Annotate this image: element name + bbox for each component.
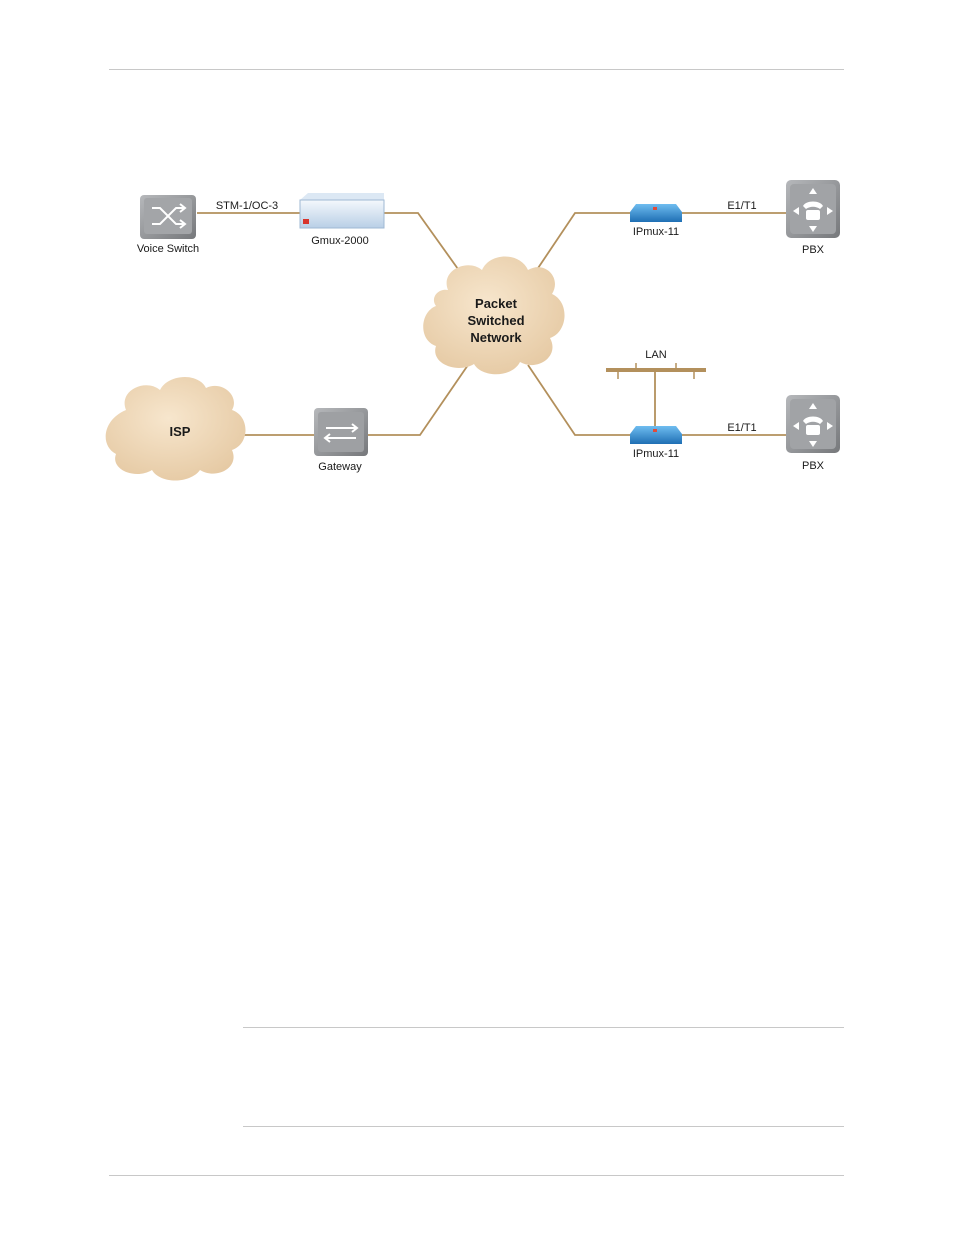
gateway-device: Gateway [314,408,368,473]
e1-bottom-label: E1/T1 [727,422,756,434]
pbx-bottom-label: PBX [802,460,825,472]
cloud-label-line-1: Packet [475,296,518,311]
ipmux-bottom-label: IPmux-11 [633,448,679,460]
pbx-top-device: PBX [786,180,840,256]
link-cloud-gateway [368,365,468,435]
ipmux-11-top-device: IPmux-11 [630,204,682,238]
lan-bus [606,363,706,379]
pbx-top-label: PBX [802,244,825,256]
isp-label: ISP [170,424,191,439]
gateway-label: Gateway [318,461,362,473]
cloud-label-line-2: Switched [467,313,524,328]
link-cloud-ipmux-bottom [528,365,630,435]
voice-switch-label: Voice Switch [137,243,199,255]
voice-switch-device: Voice Switch [137,195,199,255]
e1-top-label: E1/T1 [727,200,756,212]
ipmux-11-bottom-device: IPmux-11 [630,426,682,460]
isp-cloud: ISP [106,377,246,481]
cloud-label-line-3: Network [470,330,522,345]
footer-rule [109,1175,844,1176]
note-bottom-rule [243,1126,844,1127]
gmux-label: Gmux-2000 [311,235,368,247]
stm-link-label: STM-1/OC-3 [216,200,278,212]
gmux-2000-device: Gmux-2000 [300,193,384,247]
ipmux-top-label: IPmux-11 [633,226,679,238]
pbx-bottom-device: PBX [786,395,840,472]
network-diagram: LAN Packet Switched Network ISP Voice Sw… [0,0,954,520]
note-top-rule [243,1027,844,1028]
lan-label: LAN [645,349,666,361]
packet-switched-network-cloud: Packet Switched Network [423,257,564,375]
